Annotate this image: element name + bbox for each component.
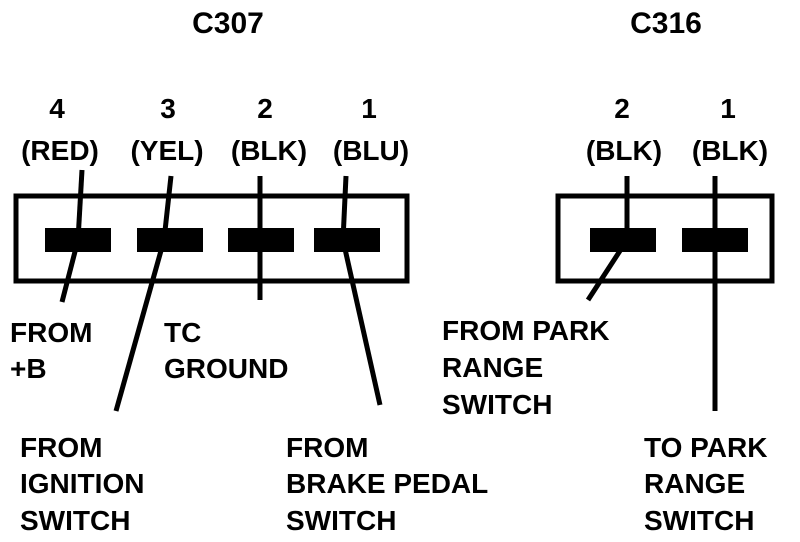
svg-text:TC: TC xyxy=(164,317,201,348)
connector-c316-title: C316 xyxy=(630,7,702,40)
svg-text:GROUND: GROUND xyxy=(164,353,288,384)
svg-text:BRAKE PEDAL: BRAKE PEDAL xyxy=(286,468,488,499)
svg-text:FROM PARK: FROM PARK xyxy=(442,315,609,346)
c307-pin-3-number: 3 xyxy=(160,93,176,124)
c307-wire-1-top xyxy=(340,175,349,241)
connector-c307-title: C307 xyxy=(192,7,264,40)
svg-text:FROM: FROM xyxy=(286,432,368,463)
c307-wire-4-top xyxy=(75,169,85,241)
c316-housing xyxy=(555,193,775,284)
c307-terminal-3 xyxy=(137,228,203,252)
note-from-b: FROM +B xyxy=(10,317,92,384)
c307-pin-4-number: 4 xyxy=(49,93,65,124)
svg-text:SWITCH: SWITCH xyxy=(286,505,396,536)
c307-pin-2-number: 2 xyxy=(257,93,273,124)
c316-pin-1-color: (BLK) xyxy=(692,135,768,166)
svg-text:SWITCH: SWITCH xyxy=(20,505,130,536)
c307-pin-4-color: (RED) xyxy=(21,135,99,166)
svg-text:+B: +B xyxy=(10,353,47,384)
svg-text:IGNITION: IGNITION xyxy=(20,468,144,499)
svg-text:RANGE: RANGE xyxy=(644,468,745,499)
c307-pin-2-color: (BLK) xyxy=(231,135,307,166)
note-from-park-range-switch: FROM PARK RANGE SWITCH xyxy=(442,315,609,420)
c316-pin-2-color: (BLK) xyxy=(586,135,662,166)
c307-pin-1-number: 1 xyxy=(361,93,377,124)
svg-text:TO PARK: TO PARK xyxy=(644,432,767,463)
c316-wire-2-bottom xyxy=(585,238,630,302)
c307-wire-3-bottom xyxy=(113,239,167,412)
svg-text:SWITCH: SWITCH xyxy=(644,505,754,536)
c307-wire-4-bottom xyxy=(59,239,81,303)
svg-text:SWITCH: SWITCH xyxy=(442,389,552,420)
connector-c307: C307 4 3 2 1 (RED) (YEL) (BLK) (BLU) xyxy=(13,7,410,412)
c307-wire-1-bottom xyxy=(340,239,383,406)
c316-pin-1-number: 1 xyxy=(720,93,736,124)
connector-c316: C316 2 1 (BLK) (BLK) xyxy=(555,7,775,411)
c307-pin-3-color: (YEL) xyxy=(130,135,203,166)
svg-text:FROM: FROM xyxy=(10,317,92,348)
svg-text:FROM: FROM xyxy=(20,432,102,463)
c307-housing xyxy=(13,193,410,284)
note-from-brake-pedal-switch: FROM BRAKE PEDAL SWITCH xyxy=(286,432,488,536)
note-to-park-range-switch: TO PARK RANGE SWITCH xyxy=(644,432,767,536)
note-from-ignition-switch: FROM IGNITION SWITCH xyxy=(20,432,144,536)
c307-wire-3-top xyxy=(161,175,174,241)
svg-text:RANGE: RANGE xyxy=(442,352,543,383)
note-tc-ground: TC GROUND xyxy=(164,317,288,384)
c307-pin-1-color: (BLU) xyxy=(333,135,409,166)
c316-pin-2-number: 2 xyxy=(614,93,630,124)
